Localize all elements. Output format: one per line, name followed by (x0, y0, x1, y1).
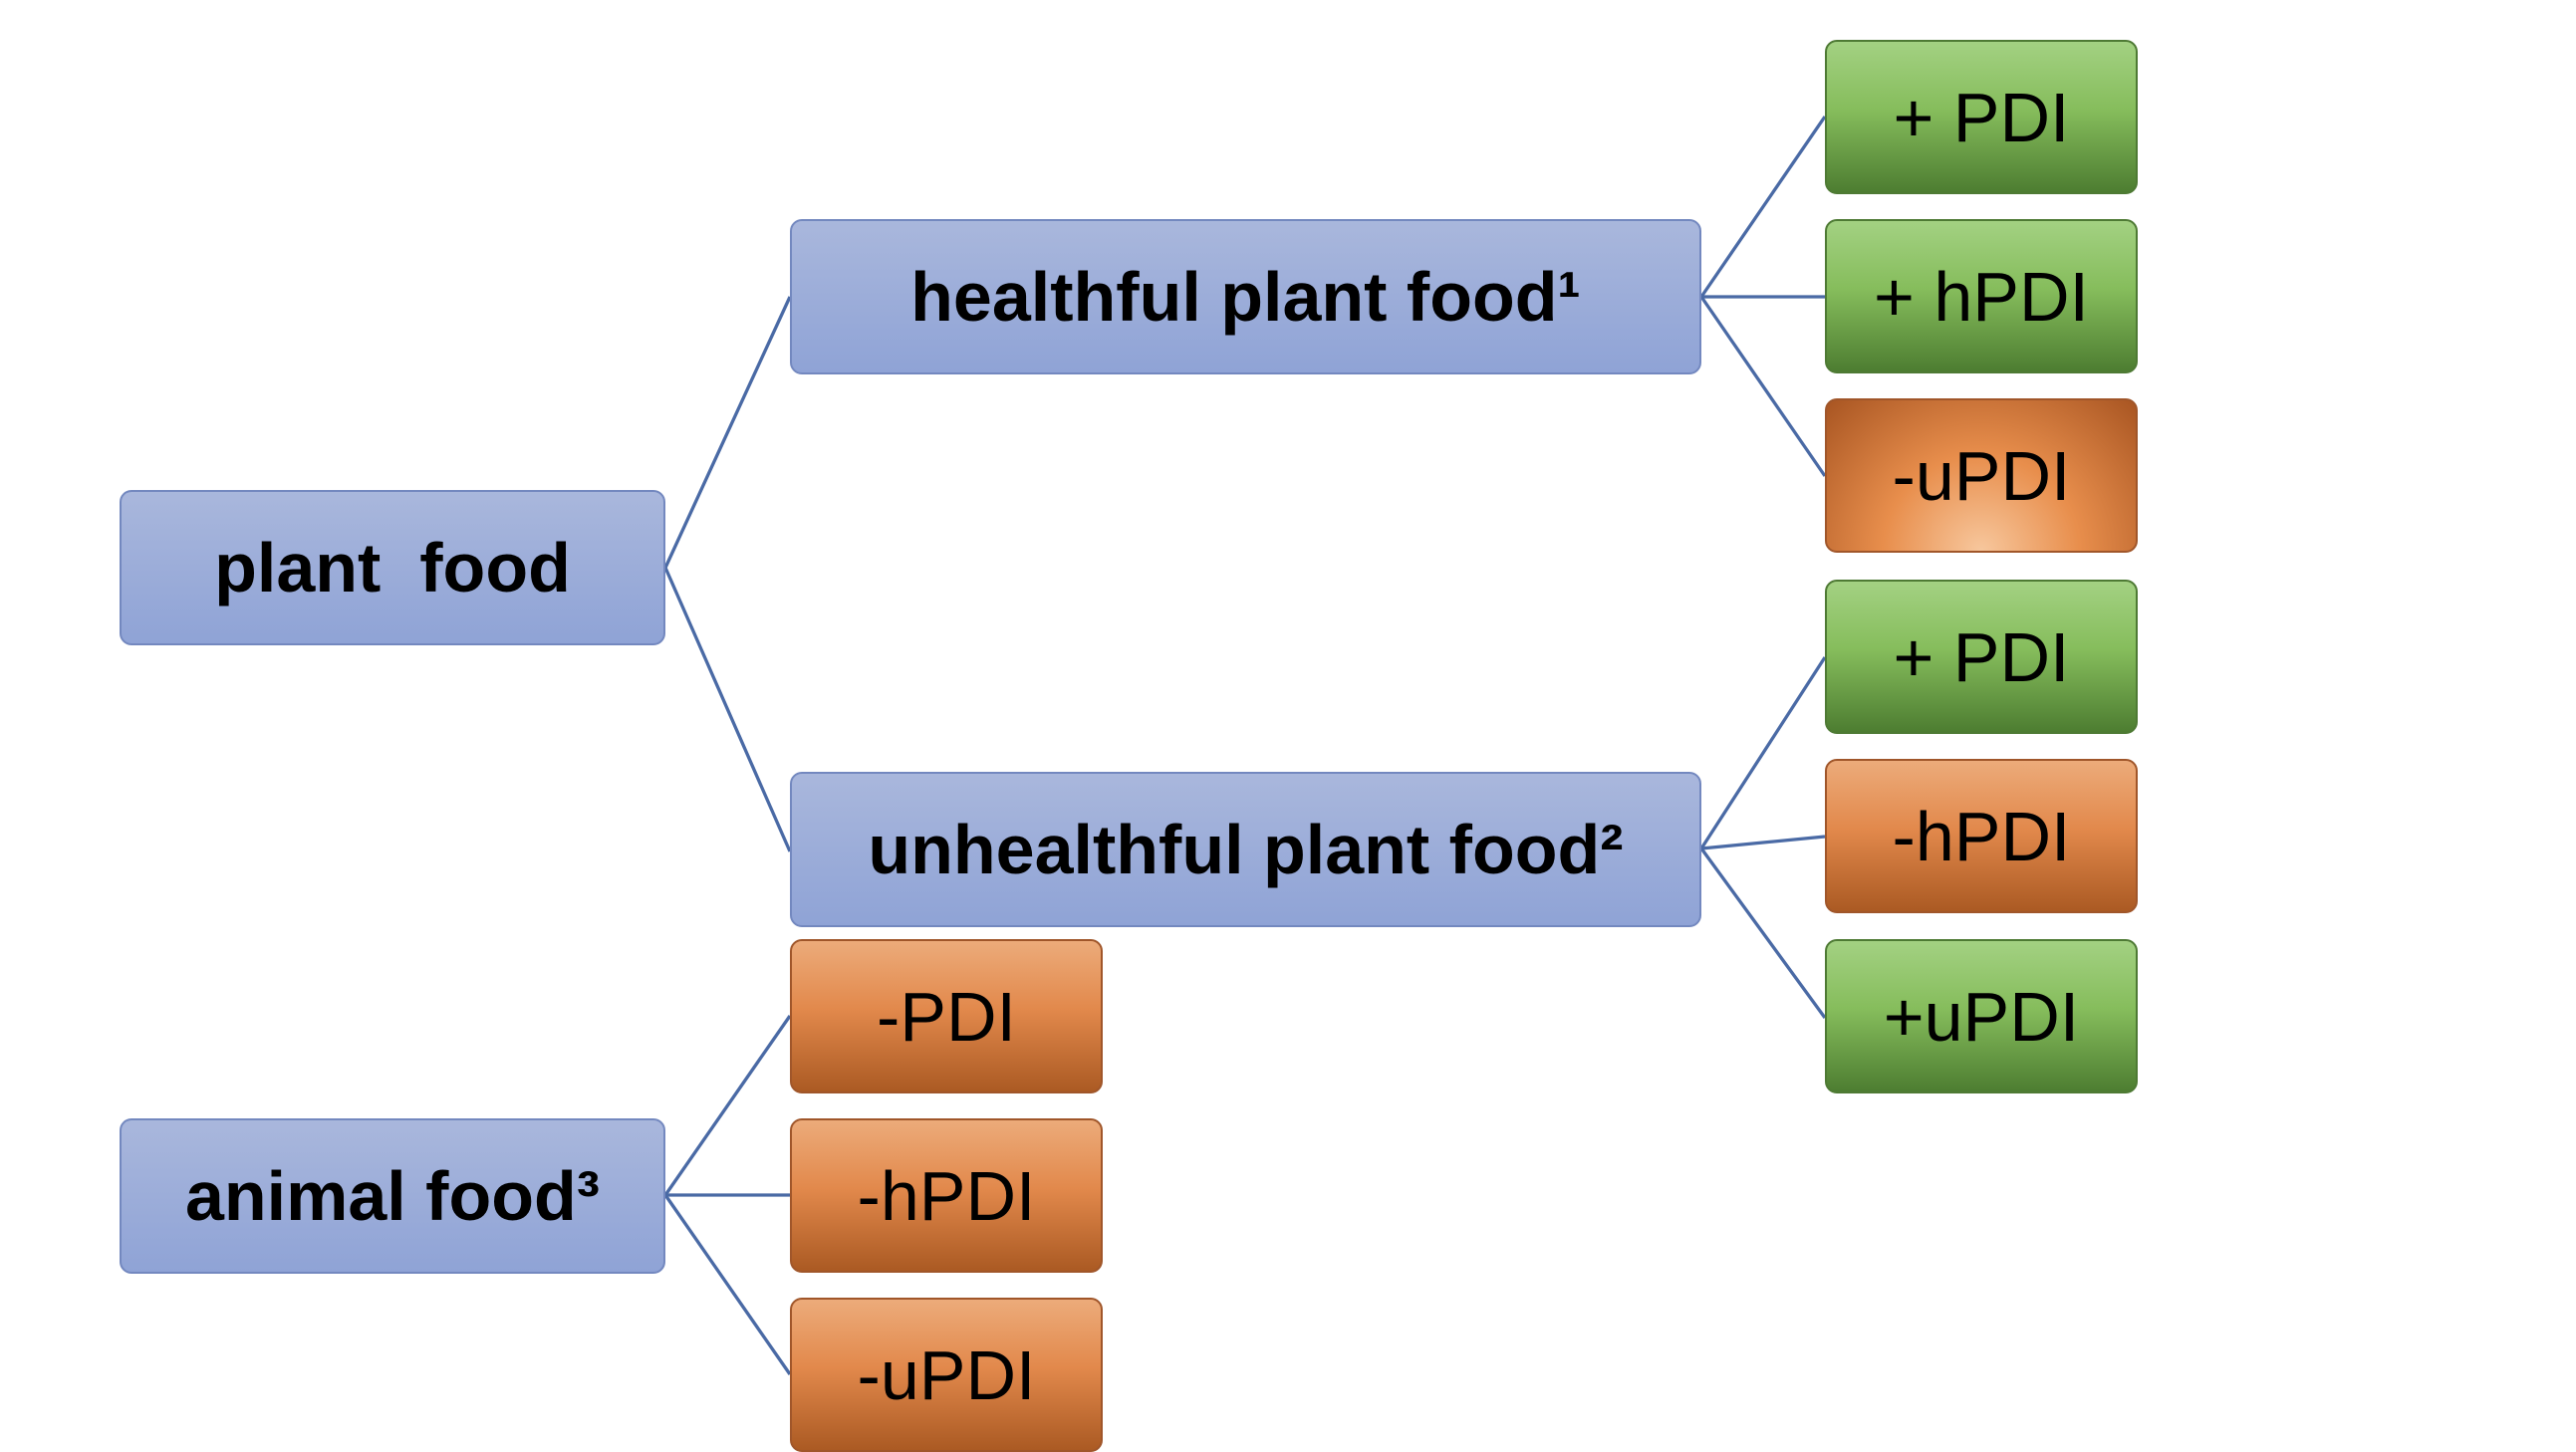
animal-food-box: animal food³ (120, 1118, 665, 1274)
connector-healthful-to-pdi (1699, 116, 1827, 298)
connector-unhealthful-to-updi (1699, 847, 1827, 1019)
connector-plant-to-unhealthful (663, 567, 792, 852)
unhealthful-pdi-label: + PDI (1893, 617, 2070, 696)
plant-food-label: plant food (214, 529, 571, 606)
unhealthful-updi-label: +uPDI (1883, 977, 2080, 1056)
healthful-updi-box: -uPDI (1825, 398, 2138, 553)
unhealthful-plant-food-label: unhealthful plant food² (868, 811, 1624, 888)
animal-hpdi-box: -hPDI (790, 1118, 1103, 1273)
connector-animal-to-updi (663, 1194, 792, 1375)
animal-food-label: animal food³ (184, 1157, 601, 1235)
unhealthful-plant-food-box: unhealthful plant food² (790, 772, 1701, 927)
unhealthful-updi-box: +uPDI (1825, 939, 2138, 1093)
plant-food-box: plant food (120, 490, 665, 645)
animal-pdi-label: -PDI (877, 977, 1016, 1056)
animal-updi-box: -uPDI (790, 1298, 1103, 1452)
unhealthful-hpdi-label: -hPDI (1892, 797, 2071, 875)
healthful-hpdi-label: + hPDI (1874, 257, 2089, 336)
unhealthful-pdi-box: + PDI (1825, 580, 2138, 734)
healthful-pdi-box: + PDI (1825, 40, 2138, 194)
animal-pdi-box: -PDI (790, 939, 1103, 1093)
animal-hpdi-label: -hPDI (857, 1156, 1036, 1235)
connector-unhealthful-to-hpdi (1700, 835, 1826, 850)
connector-healthful-to-updi (1699, 296, 1827, 477)
connector-plant-to-healthful (663, 296, 792, 569)
healthful-pdi-label: + PDI (1893, 78, 2070, 156)
healthful-plant-food-label: healthful plant food¹ (910, 258, 1581, 336)
connector-unhealthful-to-pdi (1699, 656, 1827, 849)
connector-animal-to-pdi (663, 1015, 792, 1196)
unhealthful-hpdi-box: -hPDI (1825, 759, 2138, 913)
healthful-plant-food-box: healthful plant food¹ (790, 219, 1701, 374)
healthful-updi-label: -uPDI (1892, 436, 2071, 515)
healthful-hpdi-box: + hPDI (1825, 219, 2138, 373)
animal-updi-label: -uPDI (857, 1335, 1036, 1414)
